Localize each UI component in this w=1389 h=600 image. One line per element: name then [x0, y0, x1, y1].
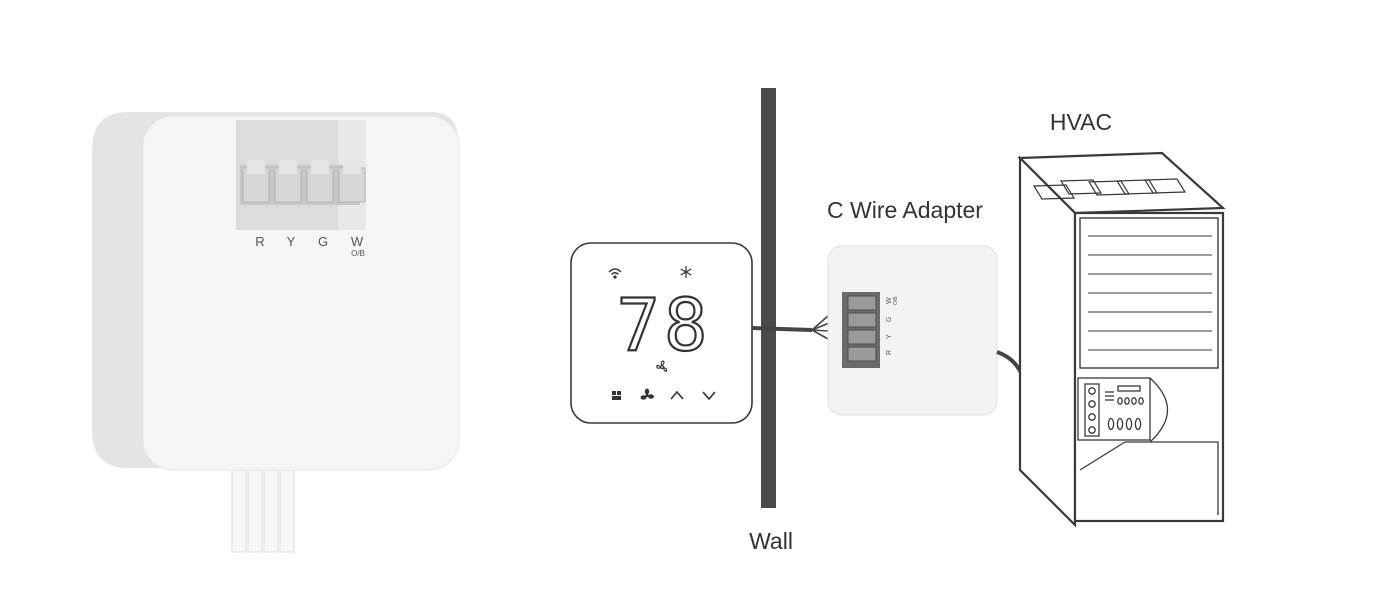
adapter-label-w: W — [886, 297, 893, 304]
terminal-label-y: Y — [287, 234, 296, 249]
terminal-label-w: W — [351, 234, 364, 249]
adapter-photo: R Y G W O/B — [92, 112, 460, 553]
adapter-label-w-sub: O/B — [893, 296, 899, 305]
thermostat: 78 — [570, 242, 753, 424]
terminal-label-w-sub: O/B — [351, 249, 365, 258]
hvac-top-vents — [1032, 178, 1187, 200]
adapter-wires — [231, 461, 295, 553]
wifi-icon — [608, 268, 622, 279]
snowflake-icon — [680, 266, 692, 278]
hvac-unit — [1017, 151, 1226, 528]
wall — [761, 88, 776, 508]
terminal-block — [240, 160, 366, 205]
terminal-label-g: G — [318, 234, 328, 249]
down-arrow-icon[interactable] — [702, 391, 716, 401]
hvac-control-board — [1077, 377, 1151, 441]
c-wire-adapter-label: C Wire Adapter — [827, 197, 983, 223]
adapter-label-y: Y — [886, 334, 893, 339]
wall-label: Wall — [749, 528, 793, 554]
c-wire-adapter-body — [827, 245, 998, 416]
hvac-label: HVAC — [1050, 109, 1112, 135]
adapter-label-r: R — [886, 350, 893, 355]
fan-status-icon — [656, 360, 668, 373]
temperature-display: 78 — [617, 283, 712, 367]
adapter-label-g: G — [886, 317, 893, 322]
hvac-louvers — [1088, 235, 1212, 351]
up-arrow-icon[interactable] — [670, 390, 684, 400]
adapter-body-front — [142, 115, 460, 471]
thermostat-body — [570, 242, 753, 424]
terminal-label-r: R — [255, 234, 264, 249]
fan-icon[interactable] — [640, 388, 655, 400]
c-wire-adapter: R Y G W O/B — [827, 245, 998, 416]
mode-icon[interactable] — [612, 391, 621, 400]
